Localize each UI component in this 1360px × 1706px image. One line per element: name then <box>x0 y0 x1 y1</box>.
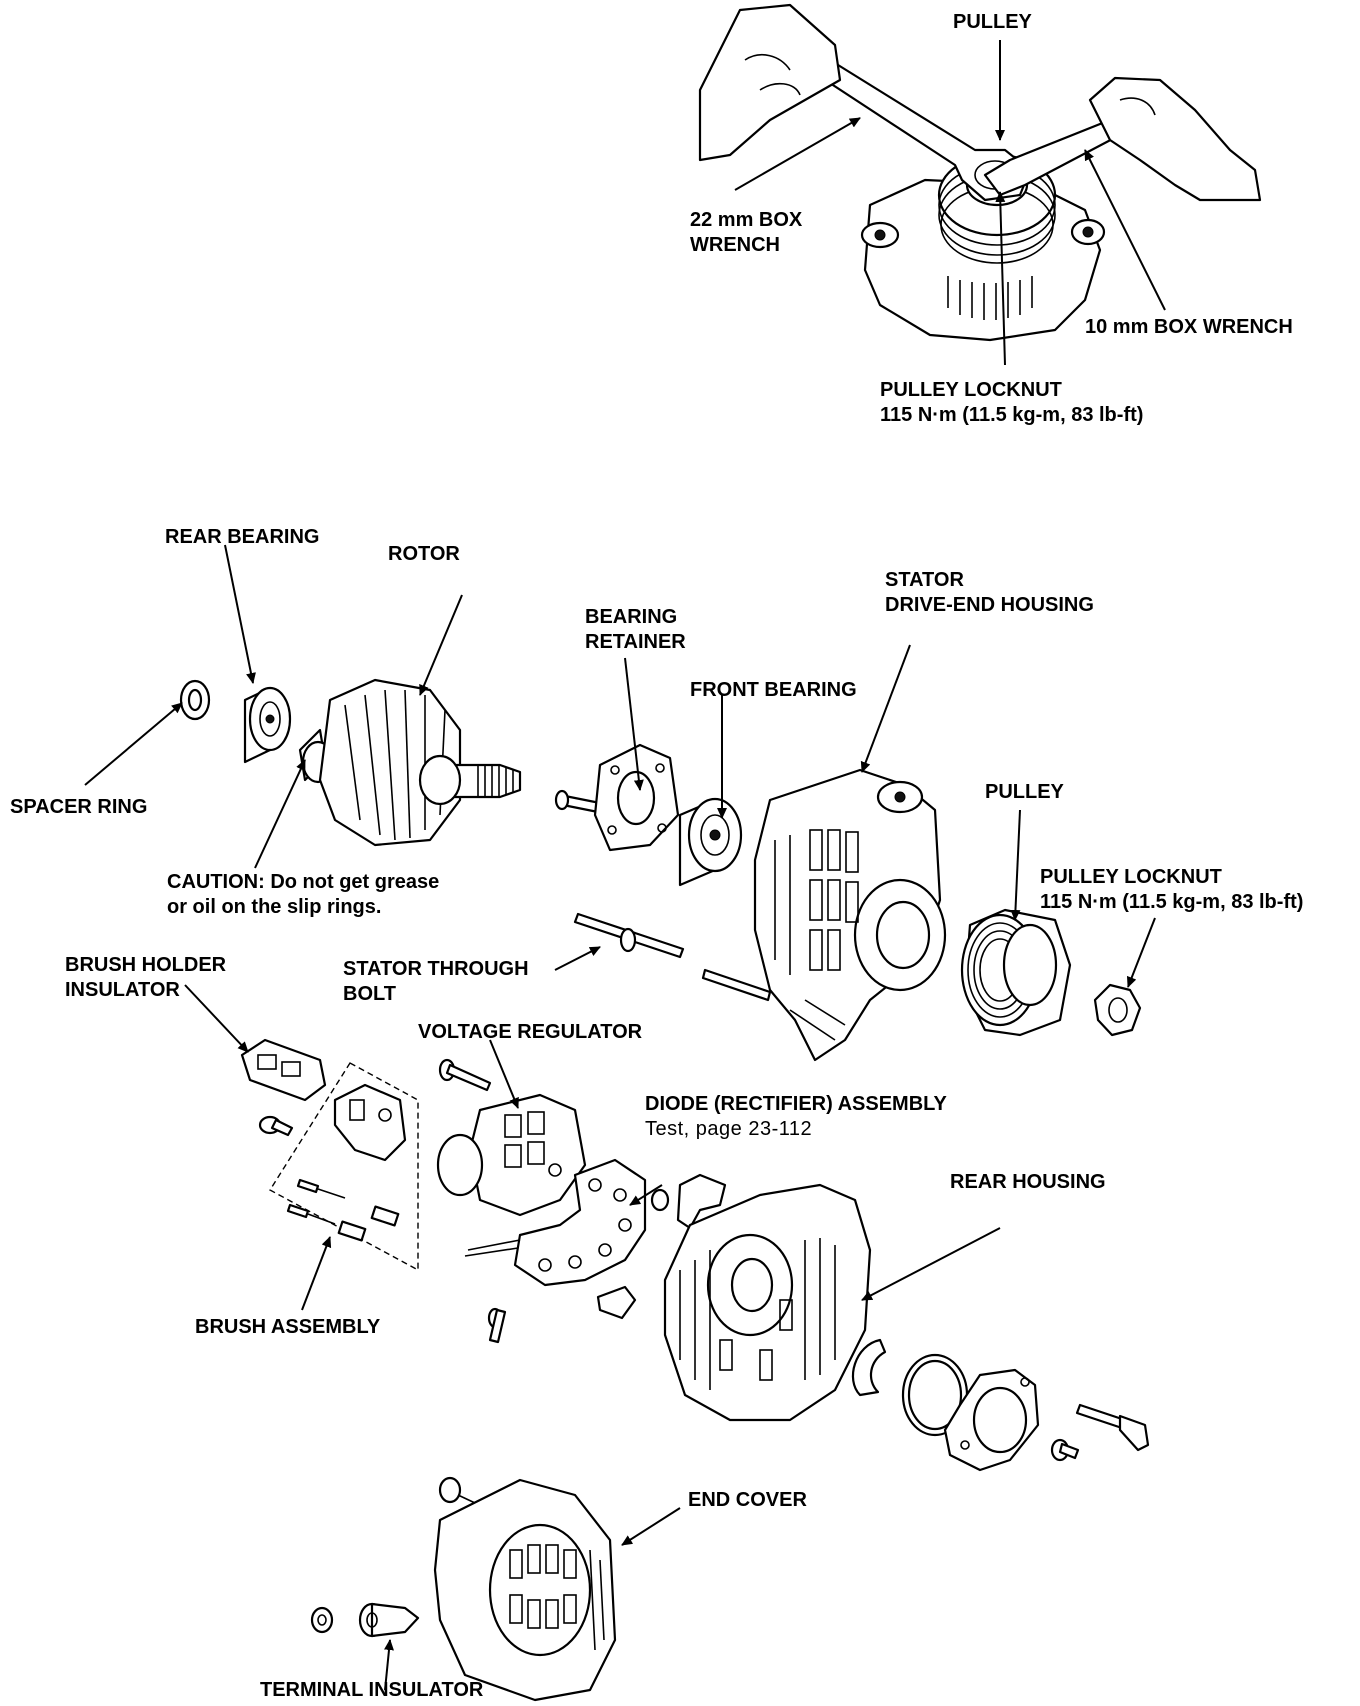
brush-assembly-group <box>269 1062 419 1272</box>
label-pulley-locknut-exploded: PULLEY LOCKNUT 115 N·m (11.5 kg-m, 83 lb… <box>1040 866 1304 913</box>
label-pulley-top: PULLEY <box>953 11 1032 33</box>
rotor-part <box>298 678 522 847</box>
label-rear-housing: REAR HOUSING <box>950 1171 1106 1193</box>
brush-holder-insulator-part <box>240 1038 327 1102</box>
label-end-cover: END COVER <box>688 1489 807 1511</box>
label-bearing-retainer: BEARING RETAINER <box>585 606 686 653</box>
spacer-ring-part <box>179 679 211 721</box>
label-terminal-insulator: TERMINAL INSULATOR <box>260 1679 484 1701</box>
label-front-bearing: FRONT BEARING <box>690 679 857 701</box>
bolt-long-part <box>1075 1403 1150 1452</box>
bearing-retainer-part <box>593 743 680 852</box>
nut-small-part <box>310 1606 334 1634</box>
pulley-locknut-part <box>1093 983 1142 1037</box>
pulley-removal-illustration <box>698 3 1262 366</box>
rear-bearing-cover-part <box>943 1368 1040 1472</box>
bracket-part <box>650 1173 727 1230</box>
stator-drive-end-housing-part <box>753 768 947 1062</box>
voltage-regulator-part <box>436 1093 587 1217</box>
bolt-small-3 <box>1050 1438 1080 1462</box>
clip-ring-part <box>851 1338 887 1397</box>
label-stator-drive-end-housing: STATOR DRIVE-END HOUSING <box>885 569 1094 616</box>
label-pulley-locknut-top: PULLEY LOCKNUT 115 N·m (11.5 kg-m, 83 lb… <box>880 379 1144 426</box>
stator-through-bolt-part <box>573 912 772 1002</box>
rear-housing-part <box>663 1183 872 1422</box>
label-pulley-exploded: PULLEY <box>985 781 1064 803</box>
rear-bearing-part <box>243 686 292 764</box>
label-22mm-box-wrench: 22 mm BOX WRENCH <box>690 209 803 256</box>
label-brush-assembly: BRUSH ASSEMBLY <box>195 1316 381 1338</box>
label-rear-bearing: REAR BEARING <box>165 526 320 548</box>
diode-rectifier-assembly-part <box>464 1158 647 1344</box>
bolt-small-2 <box>438 1058 492 1092</box>
o-ring-part <box>901 1353 969 1437</box>
screw-small-1 <box>258 1115 294 1137</box>
terminal-insulator-part <box>358 1602 420 1638</box>
label-voltage-regulator: VOLTAGE REGULATOR <box>418 1021 643 1043</box>
bolt-small-1 <box>554 789 602 814</box>
label-diode-assembly: DIODE (RECTIFIER) ASSEMBLY Test, page 23… <box>645 1093 947 1140</box>
front-bearing-part <box>678 797 743 887</box>
label-10mm-box-wrench: 10 mm BOX WRENCH <box>1085 316 1293 338</box>
label-brush-holder-insulator: BRUSH HOLDER INSULATOR <box>65 954 227 1001</box>
pulley-part <box>960 908 1072 1037</box>
label-stator-through-bolt: STATOR THROUGH BOLT <box>343 958 529 1005</box>
label-caution: CAUTION: Do not get grease or oil on the… <box>167 871 440 918</box>
label-spacer-ring: SPACER RING <box>10 796 148 818</box>
terminal-part <box>596 1285 637 1320</box>
label-rotor: ROTOR <box>388 543 460 565</box>
end-cover-part <box>433 1478 617 1702</box>
